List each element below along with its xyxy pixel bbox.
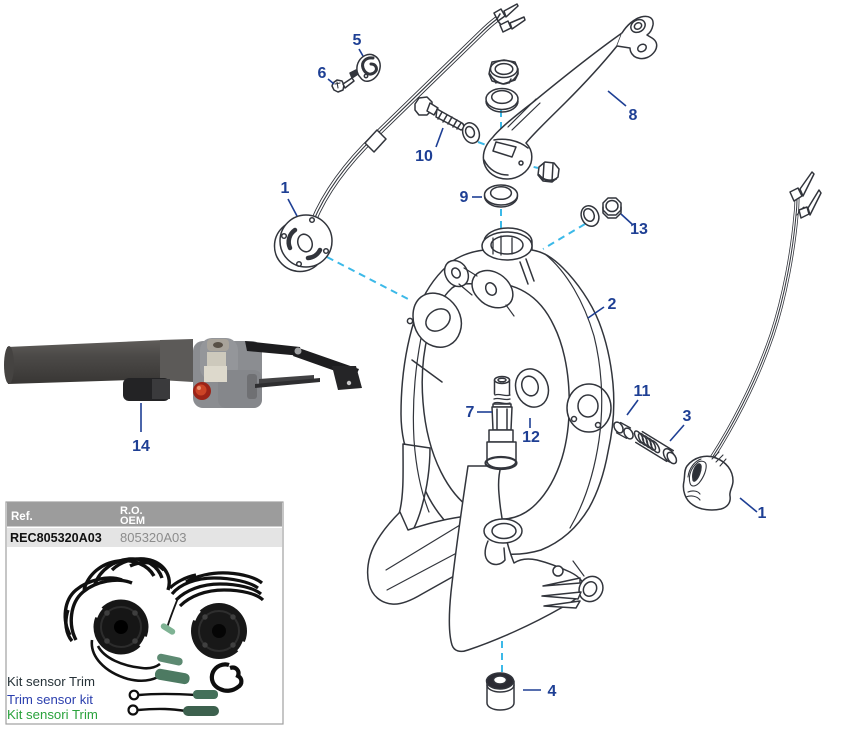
svg-text:11: 11 xyxy=(634,383,651,400)
svg-text:REC805320A03: REC805320A03 xyxy=(10,531,102,545)
svg-text:Trim sensor kit: Trim sensor kit xyxy=(7,692,93,707)
svg-text:13: 13 xyxy=(630,221,648,238)
svg-text:Ref.: Ref. xyxy=(11,511,33,523)
svg-text:1: 1 xyxy=(281,180,290,197)
svg-text:8: 8 xyxy=(629,107,638,124)
svg-text:2: 2 xyxy=(608,296,617,313)
svg-text:R.O.: R.O. xyxy=(120,505,143,517)
svg-text:14: 14 xyxy=(132,438,150,455)
svg-text:805320A03: 805320A03 xyxy=(120,530,187,545)
svg-text:Kit sensor Trim: Kit sensor Trim xyxy=(7,674,95,689)
svg-text:1: 1 xyxy=(758,505,767,522)
svg-text:6: 6 xyxy=(318,65,327,82)
svg-text:OEM: OEM xyxy=(120,515,145,527)
svg-text:12: 12 xyxy=(522,429,540,446)
svg-text:9: 9 xyxy=(460,189,469,206)
svg-text:3: 3 xyxy=(683,408,692,425)
svg-text:10: 10 xyxy=(415,148,433,165)
svg-text:Kit sensori Trim: Kit sensori Trim xyxy=(7,707,98,722)
svg-text:7: 7 xyxy=(466,404,475,421)
svg-text:5: 5 xyxy=(353,32,362,49)
svg-text:4: 4 xyxy=(548,683,557,700)
